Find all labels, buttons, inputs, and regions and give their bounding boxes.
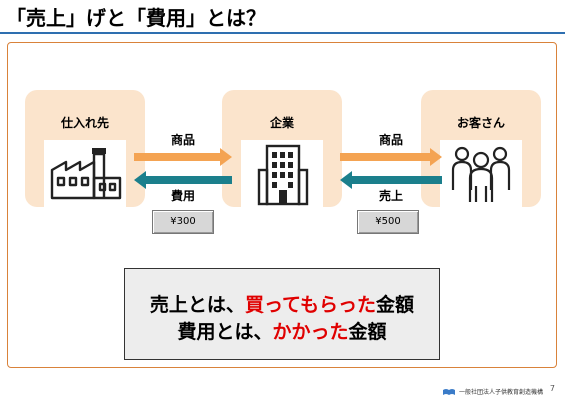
left-cost-arrow (134, 171, 232, 189)
company-card: 企業 (222, 90, 342, 208)
summary-line-sales: 売上とは、買ってもらった金額 (125, 290, 439, 317)
right-product-label: 商品 (378, 133, 403, 147)
people-group-icon (451, 146, 511, 202)
summary-cost-prefix: 費用とは、 (177, 321, 273, 343)
summary-sales-suffix: 金額 (376, 294, 415, 316)
office-building-icon (257, 144, 309, 206)
summary-sales-highlight: 買ってもらった (244, 294, 377, 316)
factory-icon (50, 148, 122, 200)
book-logo-icon (442, 388, 455, 395)
company-label: 企業 (269, 116, 294, 130)
summary-cost-highlight: かかった (272, 321, 349, 343)
summary-box: 売上とは、買ってもらった金額 費用とは、かかった金額 (124, 268, 440, 360)
page-title: 「売上」げと「費用」とは？ (6, 6, 266, 30)
customer-image (440, 140, 522, 208)
page-number: 7 (549, 384, 555, 393)
left-amount-badge: ¥300 (152, 210, 214, 234)
summary-line-cost: 費用とは、かかった金額 (125, 317, 439, 344)
summary-cost-suffix: 金額 (348, 321, 387, 343)
supplier-image (44, 140, 126, 208)
supplier-label: 仕入れ先 (60, 116, 109, 130)
left-product-label: 商品 (170, 133, 195, 147)
title-underline (0, 32, 565, 34)
left-cost-label: 費用 (170, 189, 195, 203)
footer-org: 一般社団法人子供教育創造機構 (442, 387, 543, 396)
right-amount-badge: ¥500 (357, 210, 419, 234)
left-product-arrow (134, 148, 232, 166)
right-product-arrow (340, 148, 442, 166)
customer-card: お客さん (421, 90, 541, 208)
footer-org-name: 一般社団法人子供教育創造機構 (458, 389, 543, 396)
summary-sales-prefix: 売上とは、 (149, 294, 245, 316)
supplier-card: 仕入れ先 (25, 90, 145, 208)
right-sales-label: 売上 (378, 189, 403, 203)
company-image (241, 140, 323, 208)
customer-label: お客さん (456, 116, 505, 130)
right-sales-arrow (340, 171, 442, 189)
